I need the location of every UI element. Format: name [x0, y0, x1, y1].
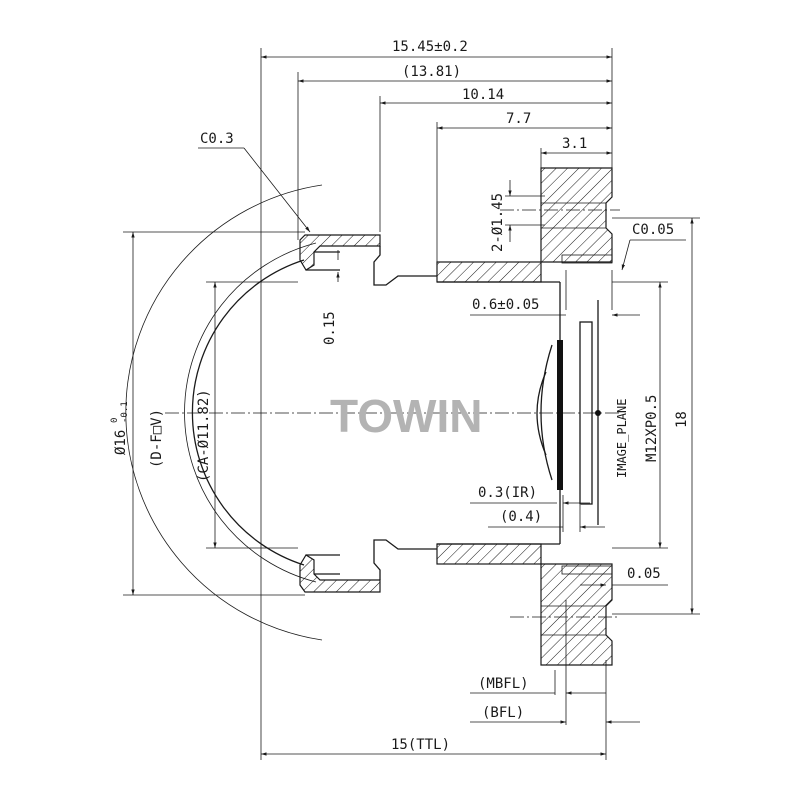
dim-ttl-label: 15(TTL)	[391, 737, 450, 753]
sensor-cover-glass	[579, 321, 593, 505]
top-dimension-overall: 15.45±0.2	[261, 39, 612, 59]
dim-flange-gap-label: 0.6±0.05	[472, 297, 539, 313]
dim-ir-gap-label: (0.4)	[500, 509, 542, 525]
dim-rear-gap: 0.05	[580, 566, 668, 587]
dim-bfl-label: (BFL)	[482, 705, 524, 721]
dim-ir-label: 0.3(IR)	[478, 485, 537, 501]
top-dimension-mount: 7.7	[437, 111, 612, 130]
dim-ir: 0.3(IR)	[470, 485, 590, 505]
dim-mbfl: (MBFL)	[470, 676, 606, 695]
dim-clear-aperture-label: (CA-Ø11.82)	[196, 389, 212, 482]
top-dimension-barrel: 10.14	[380, 87, 612, 105]
dim-ttl: 15(TTL)	[261, 737, 606, 756]
front-lens-arc-outer	[184, 242, 317, 583]
dim-thread-spec: M12XP0.5	[644, 395, 660, 462]
top-dimension-thread: 3.1	[541, 136, 612, 155]
chamfer-front-callout: C0.3	[198, 131, 311, 233]
dim-rear-gap-label: 0.05	[627, 566, 661, 582]
dim-holes: 2-Ø1.45	[490, 180, 545, 252]
dim-overall-length: 15.45±0.2	[392, 39, 468, 55]
focal-point	[595, 410, 601, 416]
dim-mbfl-label: (MBFL)	[478, 676, 529, 692]
chamfer-front-label: C0.3	[200, 131, 234, 147]
dim-mount-width: 18	[612, 217, 700, 615]
dim-holes-label: 2-Ø1.45	[490, 193, 506, 252]
dim-ir-gap: (0.4)	[488, 495, 605, 532]
dim-diameter-main: Ø16	[113, 430, 129, 455]
outer-dfov-arc	[125, 184, 323, 641]
chamfer-rear-callout: C0.05	[621, 222, 686, 271]
dim-mount-width-label: 18	[674, 411, 690, 428]
dim-flange-gap: 0.6±0.05	[470, 270, 640, 317]
dim-bfl: (BFL)	[470, 705, 640, 724]
barrel-top	[299, 167, 613, 300]
top-dimension-front: (13.81)	[298, 64, 612, 83]
extension-lines	[260, 48, 613, 760]
dim-dfov: (D-F□V)	[149, 409, 165, 468]
dim-spacing-015: 0.15	[322, 311, 338, 345]
dim-diameter-tol-lower: -0.1	[120, 401, 130, 423]
ir-filter	[557, 340, 563, 490]
dim-thread: M12XP0.5	[612, 281, 668, 549]
dim-clear-aperture: (CA-Ø11.82)	[196, 281, 298, 549]
dim-thread-length: 3.1	[562, 136, 587, 152]
dim-015: 0.15	[322, 250, 340, 345]
front-lens-surface	[191, 259, 305, 566]
barrel-bottom	[299, 528, 613, 666]
chamfer-rear-label: C0.05	[632, 222, 674, 238]
dim-mount-length: 7.7	[506, 111, 531, 127]
image-plane-label: IMAGE_PLANE	[615, 399, 629, 478]
dim-front-length: (13.81)	[402, 64, 461, 80]
dim-diameter-tol-upper: 0	[110, 418, 120, 423]
rear-optics	[536, 300, 601, 528]
dim-barrel-length: 10.14	[462, 87, 504, 103]
dim-main-diameter: Ø16 0 -0.1 (D-F□V)	[110, 231, 305, 596]
watermark-text: TOWIN	[330, 390, 482, 442]
